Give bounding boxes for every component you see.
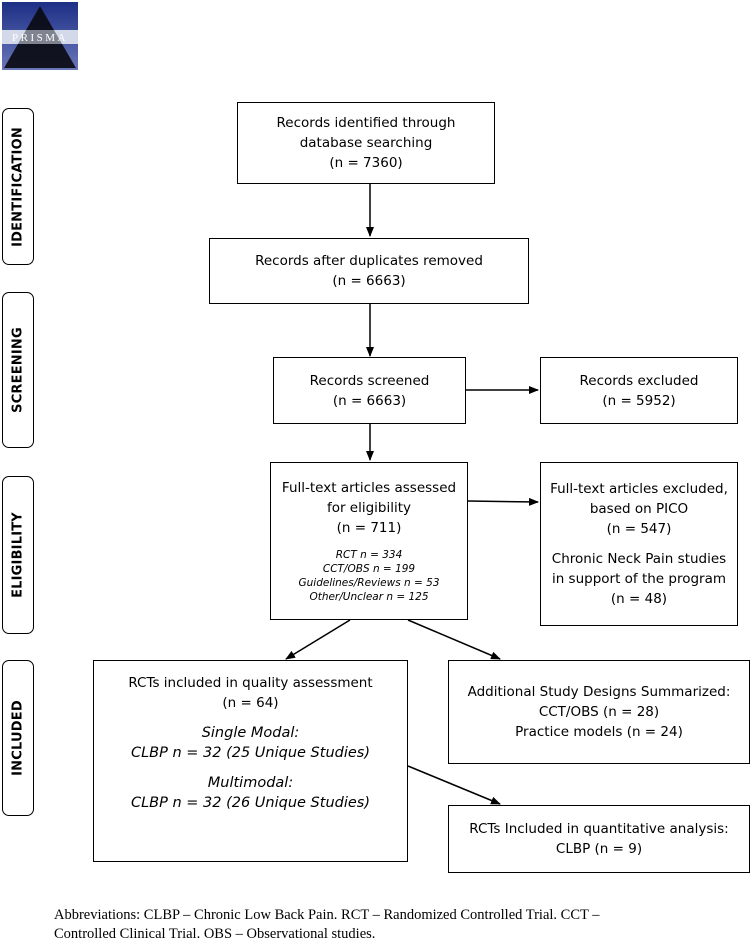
box-records-identified: Records identified through database sear… — [237, 102, 495, 184]
screened-count: (n = 6663) — [332, 392, 407, 409]
box-records-screened: Records screened (n = 6663) — [273, 357, 466, 424]
fulltext-excluded-line3: Chronic Neck Pain studies — [551, 551, 727, 567]
box-additional-study-designs: Additional Study Designs Summarized: CCT… — [448, 660, 750, 764]
additional-line2: CCT/OBS (n = 28) — [538, 704, 660, 720]
additional-line1: Additional Study Designs Summarized: — [467, 684, 731, 700]
fulltext-breakdown-rct: RCT n = 334 — [335, 549, 403, 561]
abbreviations-line2: Controlled Clinical Trial. OBS – Observa… — [54, 926, 376, 942]
fulltext-breakdown-guidelines: Guidelines/Reviews n = 53 — [298, 577, 440, 589]
fulltext-breakdown-other: Other/Unclear n = 125 — [309, 591, 429, 603]
dedup-count: (n = 6663) — [332, 273, 406, 289]
identified-line2: database searching — [299, 135, 433, 151]
stage-screening: SCREENING — [2, 292, 34, 448]
fulltext-excluded-count: (n = 547) — [606, 521, 672, 537]
stage-eligibility: ELIGIBILITY — [2, 476, 34, 634]
prisma-logo: PRISMA — [2, 2, 78, 70]
dedup-line1: Records after duplicates removed — [255, 253, 483, 269]
fulltext-excluded-line4: in support of the program — [551, 571, 727, 587]
additional-line3: Practice models (n = 24) — [515, 724, 683, 740]
fulltext-count: (n = 711) — [336, 520, 402, 536]
stage-identification: IDENTIFICATION — [2, 108, 34, 265]
fulltext-breakdown-cct: CCT/OBS n = 199 — [322, 563, 416, 575]
arrow-fulltext-to-rcts — [285, 619, 351, 660]
arrow-fulltext-to-excluded — [467, 497, 539, 506]
quantitative-line1: RCTs Included in quantitative analysis: — [469, 821, 729, 837]
box-rcts-quantitative-analysis: RCTs Included in quantitative analysis: … — [448, 805, 750, 873]
abbreviations-note: Abbreviations: CLBP – Chronic Low Back P… — [54, 906, 744, 944]
identified-count: (n = 7360) — [329, 155, 403, 171]
arrow-rcts-to-quantitative — [407, 765, 501, 805]
box-records-excluded: Records excluded (n = 5952) — [540, 357, 738, 424]
identified-line1: Records identified through — [276, 115, 456, 131]
abbreviations-line1: Abbreviations: CLBP – Chronic Low Back P… — [54, 907, 600, 923]
single-modal-heading: Single Modal: — [201, 725, 300, 741]
box-fulltext-excluded: Full-text articles excluded, based on PI… — [540, 462, 738, 626]
fulltext-line2: for eligibility — [326, 500, 412, 516]
rcts-quality-line1: RCTs included in quality assessment — [128, 675, 373, 691]
quantitative-line2: CLBP (n = 9) — [555, 841, 643, 857]
fulltext-line1: Full-text articles assessed — [281, 480, 457, 496]
multimodal-heading: Multimodal: — [207, 775, 294, 791]
fulltext-excluded-line1: Full-text articles excluded, — [550, 481, 728, 497]
stage-included: INCLUDED — [2, 660, 34, 816]
arrow-fulltext-to-additional — [407, 619, 501, 660]
box-records-after-duplicates: Records after duplicates removed (n = 66… — [209, 238, 529, 304]
single-modal-value: CLBP n = 32 (25 Unique Studies) — [130, 745, 371, 761]
excluded-count: (n = 5952) — [602, 392, 676, 409]
screened-line1: Records screened — [309, 372, 430, 389]
fulltext-excluded-line2: based on PICO — [589, 501, 689, 517]
rcts-quality-count: (n = 64) — [222, 695, 279, 711]
logo-text: PRISMA — [12, 32, 68, 44]
box-rcts-quality-assessment: RCTs included in quality assessment (n =… — [93, 660, 408, 862]
excluded-line1: Records excluded — [579, 372, 699, 389]
fulltext-excluded-count2: (n = 48) — [610, 591, 668, 607]
box-fulltext-assessed: Full-text articles assessed for eligibil… — [270, 462, 468, 620]
multimodal-value: CLBP n = 32 (26 Unique Studies) — [130, 795, 371, 811]
